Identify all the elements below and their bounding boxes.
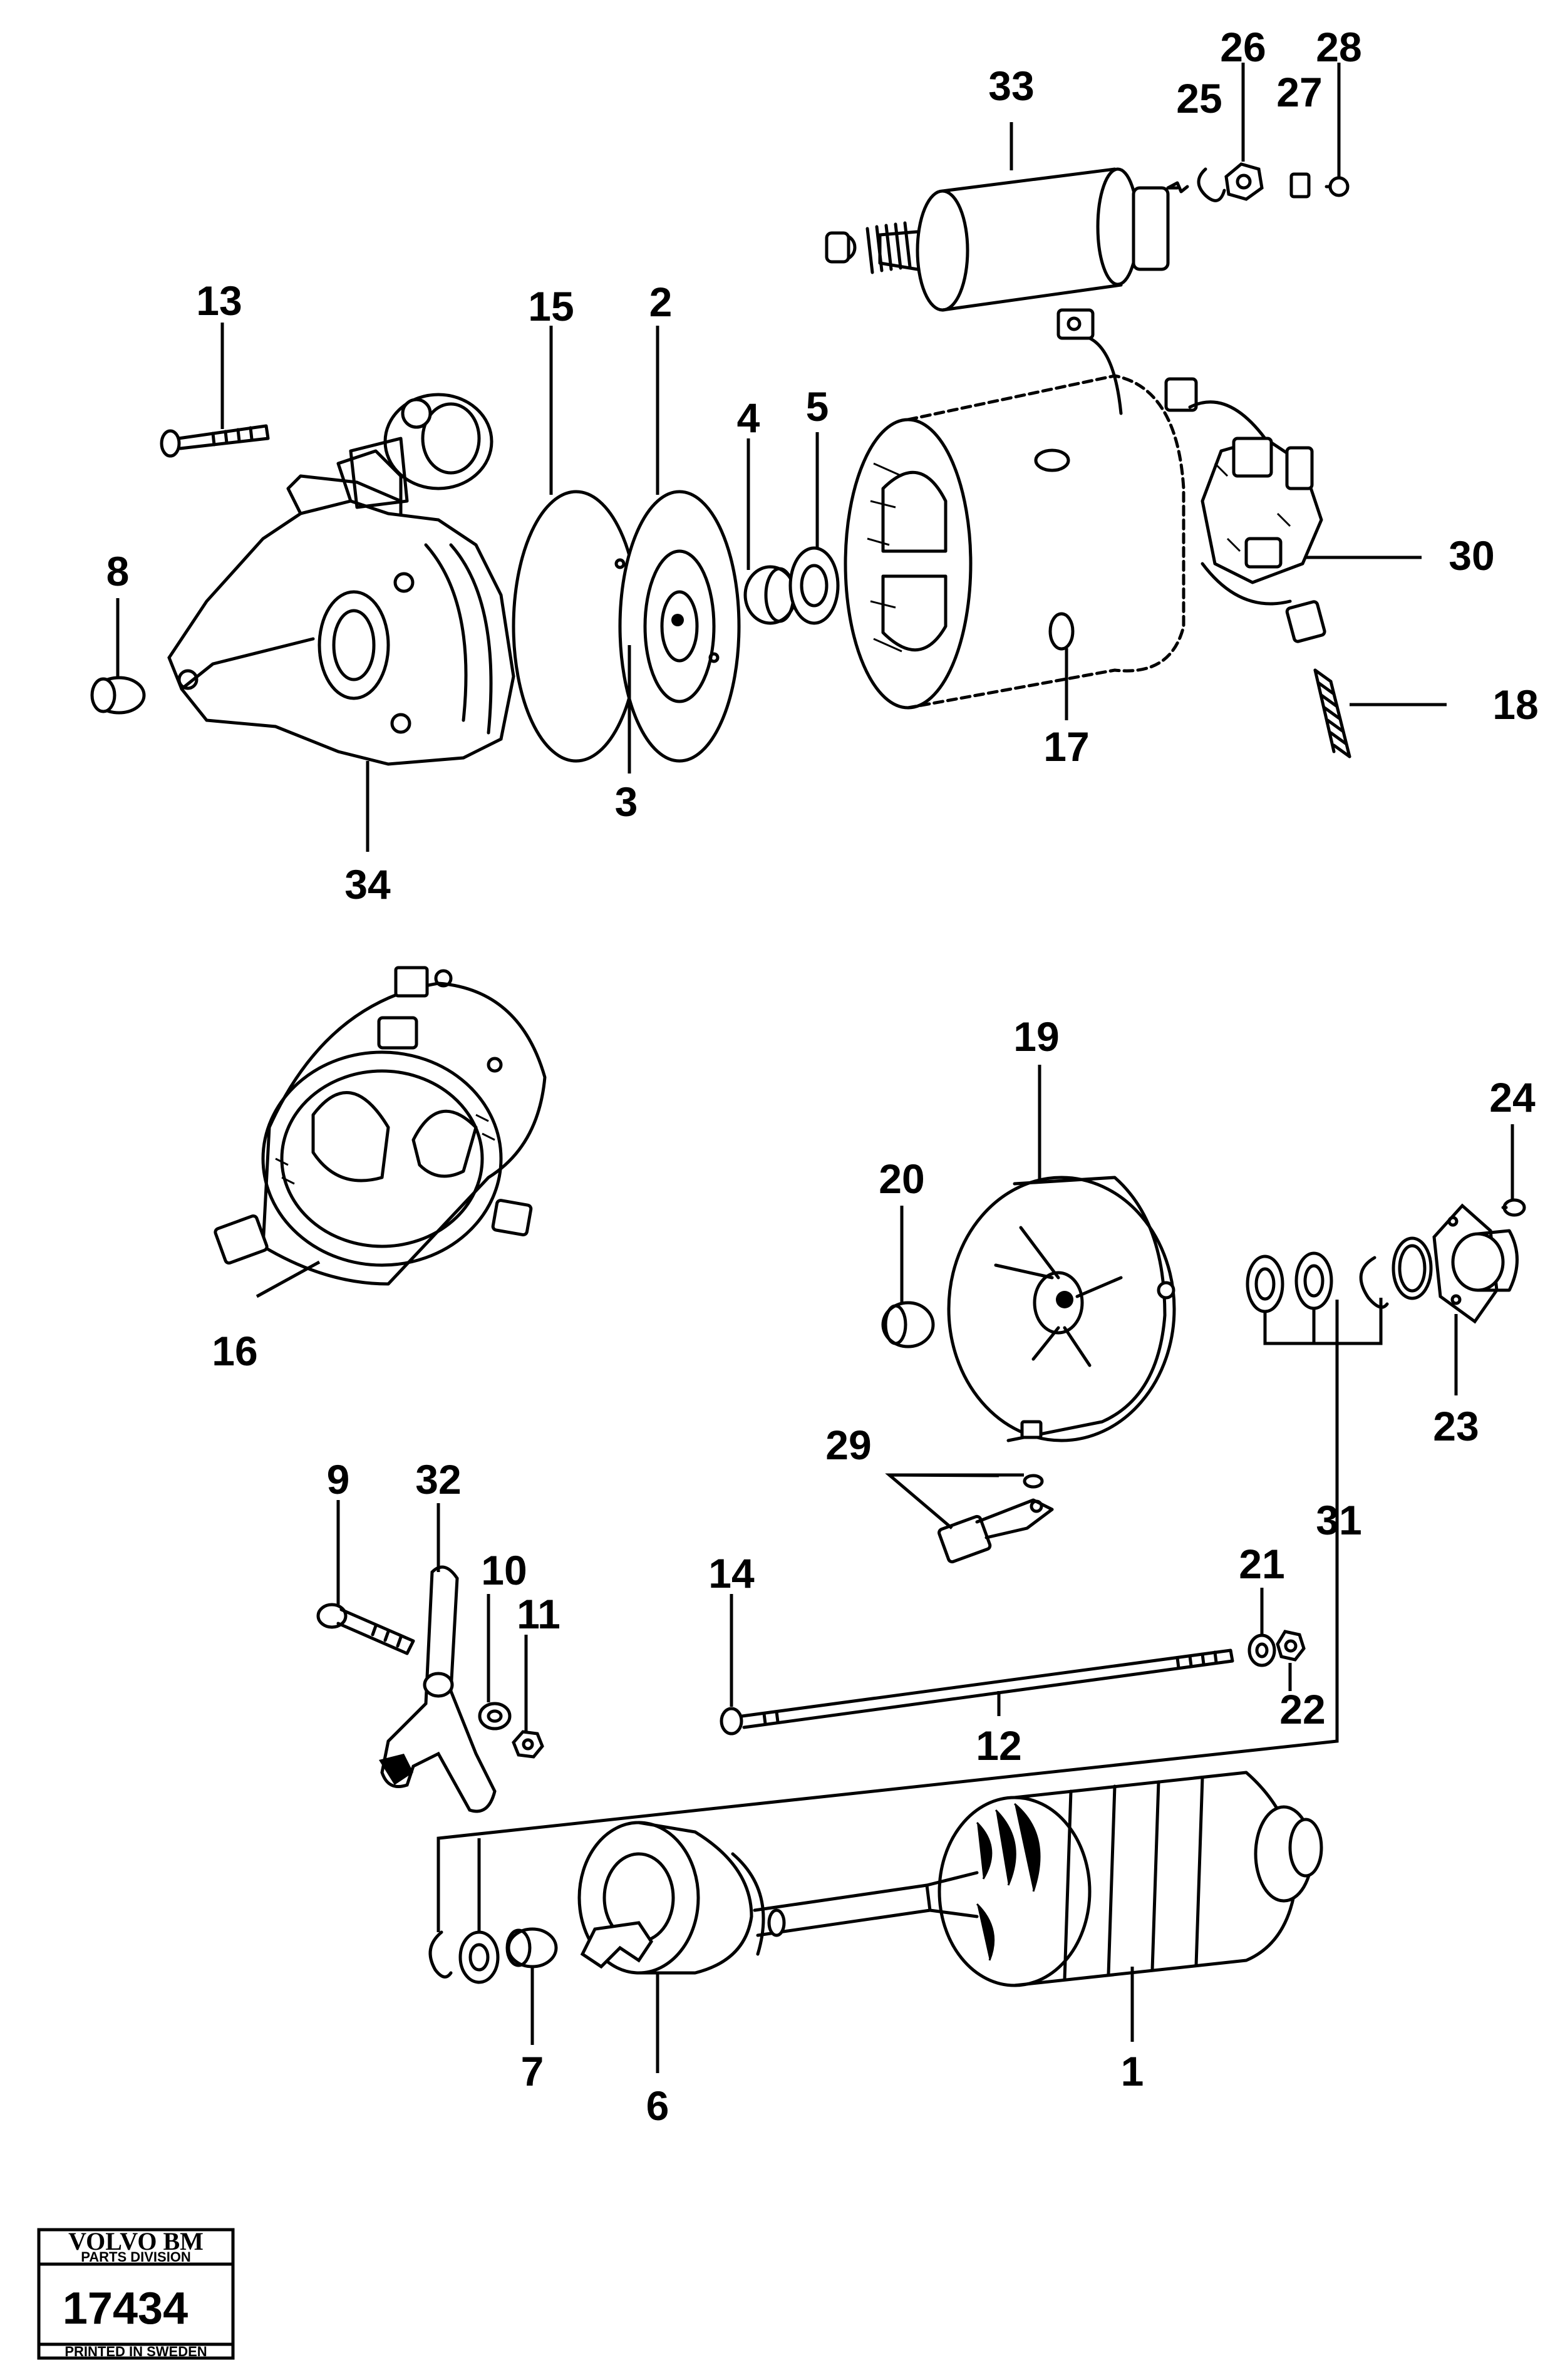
callout-23: 23	[1433, 1403, 1479, 1449]
stamp-brand: VOLVO BM	[68, 2227, 204, 2255]
callout-17: 17	[1043, 723, 1089, 770]
commutator-end-shield-19	[947, 1176, 1176, 1442]
through-bolt-12	[740, 1648, 1234, 1729]
end-cap-23	[1432, 1203, 1519, 1324]
commutator-end-brush-assembly-16	[214, 966, 547, 1286]
screw-13	[160, 424, 270, 458]
screw-28	[1325, 176, 1350, 197]
seal-ring	[1392, 1236, 1433, 1300]
drive-end-housing-34	[167, 393, 515, 766]
callout-numbers: 33 25 26 27 28 13 15 2 4 5 8 30 18 17 3 …	[106, 24, 1539, 2129]
callout-4: 4	[737, 395, 760, 441]
pivot-bolt-9	[316, 1603, 415, 1655]
brush-spring-18	[1313, 668, 1351, 758]
engaging-lever-32	[379, 1565, 497, 1813]
callout-21: 21	[1239, 1541, 1284, 1587]
callout-24: 24	[1489, 1074, 1536, 1120]
bush-20	[881, 1301, 935, 1348]
callout-30: 30	[1449, 532, 1494, 579]
brush-in-holder	[1285, 600, 1326, 643]
brush-holder-plate-30	[1164, 377, 1323, 606]
spring-washer-25	[1197, 167, 1226, 202]
stamp-division: PARTS DIVISION	[81, 2249, 191, 2265]
callout-18: 18	[1492, 681, 1538, 728]
callout-8: 8	[106, 548, 130, 594]
callout-5: 5	[806, 383, 829, 430]
solenoid-switch	[825, 167, 1189, 312]
callout-12: 12	[976, 1722, 1021, 1769]
callout-26: 26	[1220, 24, 1266, 70]
brush-with-screw-29	[937, 1420, 1054, 1564]
clip-27	[1289, 172, 1311, 199]
callout-33: 33	[988, 63, 1034, 109]
screw-24	[1501, 1198, 1526, 1217]
callout-19: 19	[1013, 1013, 1059, 1060]
nut-11	[512, 1730, 544, 1759]
callout-25: 25	[1176, 75, 1222, 122]
callout-10: 10	[481, 1547, 527, 1593]
drive-pinion-6	[577, 1821, 765, 1975]
shim-washer-1	[1246, 1255, 1284, 1313]
washer-21	[1247, 1633, 1276, 1667]
intermediate-bearing-plate-2	[614, 490, 741, 763]
armature-1	[753, 1771, 1323, 1987]
callout-2: 2	[649, 279, 673, 325]
stamp-printed: PRINTED IN SWEDEN	[65, 2344, 207, 2359]
callout-13: 13	[196, 277, 242, 324]
bush-4	[743, 565, 797, 625]
volvo-bm-parts-stamp: VOLVO BM PARTS DIVISION 17434 PRINTED IN…	[37, 2227, 235, 2360]
leader-lines	[116, 63, 1514, 2073]
callout-28: 28	[1316, 24, 1361, 70]
callout-9: 9	[327, 1456, 350, 1503]
callout-3: 3	[615, 779, 638, 825]
lock-ring	[1359, 1256, 1389, 1309]
callout-1: 1	[1121, 2048, 1144, 2094]
bush-8	[90, 676, 146, 715]
stop-ring	[428, 1930, 453, 1979]
callout-34: 34	[344, 861, 391, 908]
callout-7: 7	[521, 2048, 544, 2094]
callout-29: 29	[825, 1422, 871, 1468]
callout-14: 14	[708, 1550, 755, 1596]
bush-7	[505, 1927, 558, 1969]
callout-32: 32	[415, 1456, 461, 1503]
callout-22: 22	[1279, 1686, 1325, 1732]
nut-26	[1224, 162, 1264, 201]
shim-washer-2	[1294, 1251, 1333, 1310]
washer-10	[478, 1702, 512, 1731]
callout-11: 11	[517, 1591, 560, 1637]
callout-31: 31	[1316, 1497, 1361, 1543]
bearing-5	[788, 546, 840, 625]
washer-14	[720, 1707, 743, 1736]
callout-27: 27	[1276, 69, 1322, 115]
callout-20: 20	[879, 1156, 924, 1202]
callout-15: 15	[528, 283, 574, 329]
callout-16: 16	[212, 1328, 257, 1374]
stop-collar	[458, 1930, 500, 1984]
stamp-number: 17434	[63, 2284, 188, 2334]
callout-6: 6	[646, 2082, 669, 2129]
nut-22	[1276, 1630, 1306, 1662]
yoke-with-field-winding	[844, 308, 1185, 710]
